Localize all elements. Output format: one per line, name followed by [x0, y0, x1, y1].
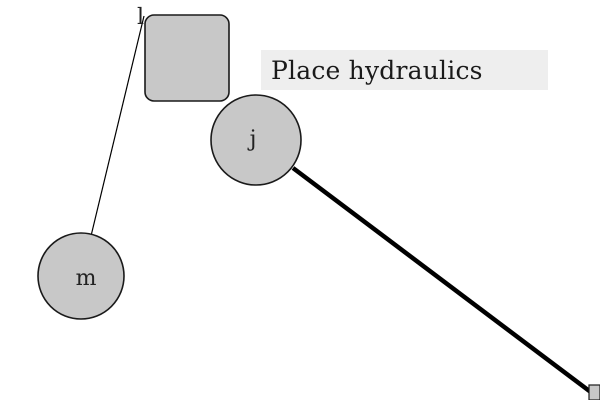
- caption-box: Place hydraulics: [261, 50, 548, 90]
- corner-square-node: [588, 384, 600, 400]
- node-m: [37, 232, 125, 320]
- node-j: [210, 94, 302, 186]
- caption-text: Place hydraulics: [271, 55, 483, 85]
- node-m-label: m: [76, 266, 97, 291]
- node-l-label: l: [137, 5, 144, 30]
- edge-l-to-m: [90, 15, 145, 237]
- edge-j-to-corner: [291, 166, 594, 395]
- node-j-label: j: [247, 127, 257, 152]
- rounded-square-node: [144, 14, 230, 102]
